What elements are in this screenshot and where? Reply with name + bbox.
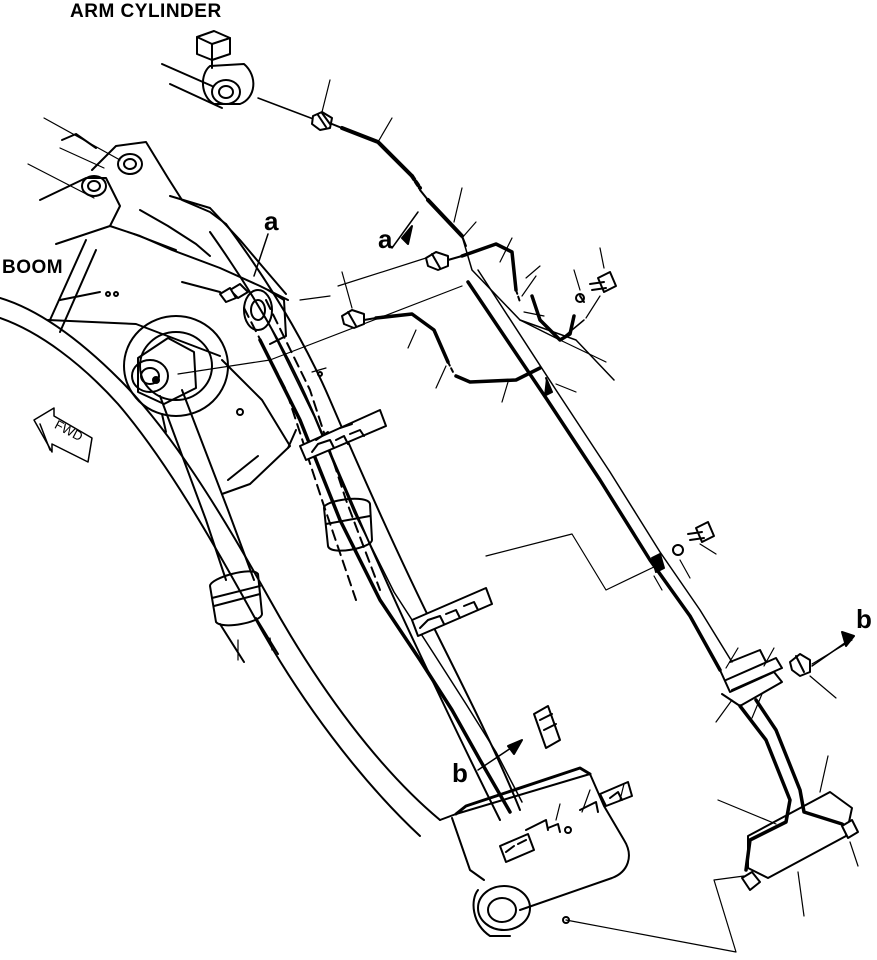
callout-b-lower: b [452,758,468,788]
callout-a-arrow: a [378,224,393,254]
callout-leaders [219,211,855,771]
arm-cylinder-part [161,30,317,121]
arm-cylinder-label: ARM CYLINDER [70,1,222,22]
left-main-hose [258,329,633,863]
boom-body [0,117,521,837]
top-hose [311,79,477,247]
callout-a-upper: a [264,206,279,236]
upper-hose-network [177,235,859,953]
boom-tip [439,766,630,937]
boom-label: BOOM [2,257,64,278]
callout-b-right: b [856,604,872,634]
boom-pin-assembly [123,315,279,663]
fwd-arrow-icon [33,407,93,463]
